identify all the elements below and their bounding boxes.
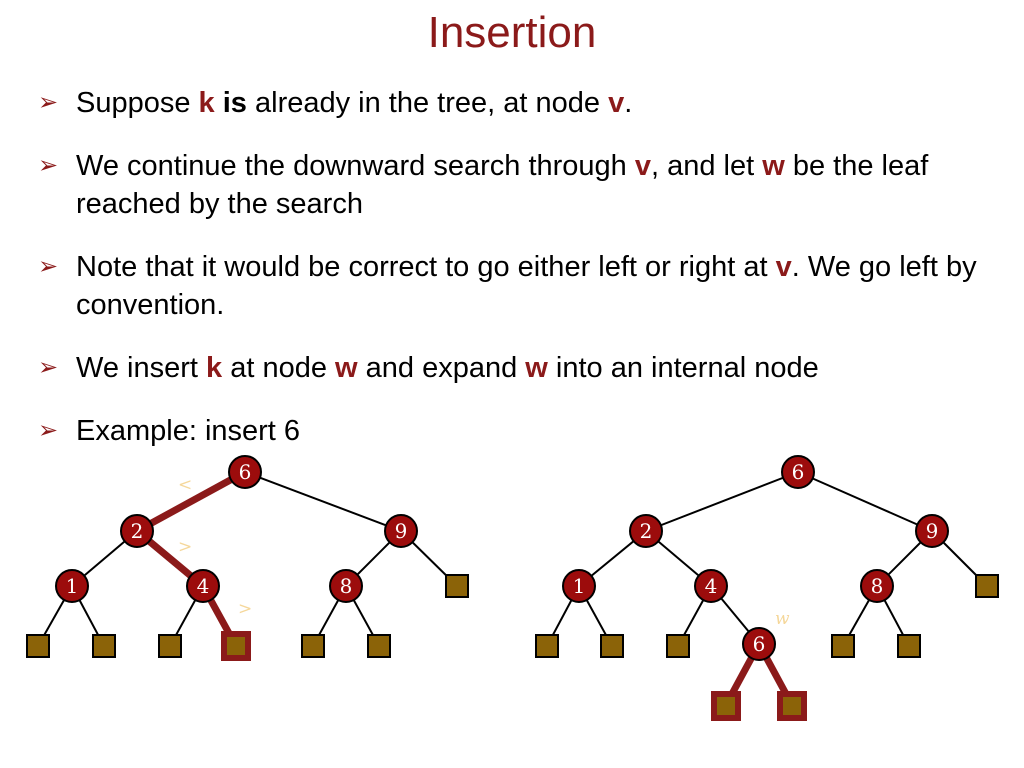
- bullet-segment: and expand: [357, 352, 526, 384]
- tree-after: w 6 2 9 1 4 8 6: [535, 455, 999, 721]
- bullet-segment: We continue the downward search through: [76, 150, 635, 182]
- bullet-text: Suppose k is already in the tree, at nod…: [76, 87, 632, 119]
- tree-node: 4: [186, 569, 220, 603]
- bullet-segment: , and let: [651, 150, 763, 182]
- bullet-segment: w: [762, 150, 785, 182]
- bullet-segment: Suppose: [76, 87, 199, 119]
- bullet-text: We continue the downward search through …: [76, 150, 928, 220]
- leaf-node: [158, 634, 182, 658]
- leaf-node: [831, 634, 855, 658]
- tree-node: 1: [562, 569, 596, 603]
- bullet-item: ➢ Example: insert 6: [38, 412, 998, 450]
- node-key: 9: [926, 519, 939, 543]
- bullet-segment: . We go left by convention.: [76, 251, 977, 321]
- node-key: 6: [792, 460, 805, 484]
- bullet-item: ➢ Suppose k is already in the tree, at no…: [38, 84, 998, 122]
- bullet-segment: v: [634, 150, 651, 182]
- bullet-segment: already in the tree, at node: [246, 87, 609, 119]
- faint-greater-label: >: [178, 537, 192, 557]
- leaf-node: [535, 634, 559, 658]
- leaf-node-w: [221, 631, 251, 661]
- inserted-node: 6: [742, 627, 776, 661]
- tree-node: 6: [781, 455, 815, 489]
- arrow-bullet-icon: ➢: [38, 417, 59, 444]
- tree-node: 6: [228, 455, 262, 489]
- slide-title: Insertion: [427, 8, 597, 57]
- tree-node: 8: [329, 569, 363, 603]
- node-key: 4: [197, 574, 210, 598]
- leaf-node: [600, 634, 624, 658]
- bullet-segment: k: [206, 352, 223, 384]
- arrow-bullet-icon: ➢: [38, 354, 59, 381]
- tree-edge: [797, 471, 933, 532]
- tree-node: 2: [629, 514, 663, 548]
- node-key: 2: [640, 519, 653, 543]
- tree-node: 8: [860, 569, 894, 603]
- bullet-segment: w: [525, 352, 548, 384]
- tree-node: 1: [55, 569, 89, 603]
- node-key: 6: [753, 632, 766, 656]
- bullet-item: ➢ We insert k at node w and expand w into…: [38, 349, 998, 387]
- node-key: 8: [871, 574, 884, 598]
- leaf-node: [666, 634, 690, 658]
- tree-node: 9: [915, 514, 949, 548]
- bullet-text: We insert k at node w and expand w into …: [76, 352, 819, 384]
- bullet-segment: is: [222, 87, 247, 119]
- bullet-segment: Example: insert 6: [76, 415, 301, 447]
- leaf-node: [92, 634, 116, 658]
- node-key: 9: [395, 519, 408, 543]
- arrow-bullet-icon: ➢: [38, 253, 59, 280]
- leaf-node: [367, 634, 391, 658]
- bullet-segment: v: [775, 251, 792, 283]
- tree-node: 4: [694, 569, 728, 603]
- new-leaf-node: [711, 691, 741, 721]
- node-key: 8: [340, 574, 353, 598]
- leaf-node: [445, 574, 469, 598]
- leaf-node: [897, 634, 921, 658]
- bullet-item: ➢ Note that it would be correct to go eit…: [38, 248, 998, 324]
- bullet-list: ➢ Suppose k is already in the tree, at no…: [38, 84, 998, 475]
- node-key: 1: [66, 574, 79, 598]
- leaf-node: [301, 634, 325, 658]
- faint-greater-label: >: [238, 599, 252, 619]
- faint-less-label: <: [178, 475, 192, 495]
- search-path-edge: [135, 468, 247, 535]
- leaf-node: [975, 574, 999, 598]
- node-key: 2: [131, 519, 144, 543]
- arrow-bullet-icon: ➢: [38, 89, 59, 116]
- node-key: 4: [705, 574, 718, 598]
- arrow-bullet-icon: ➢: [38, 152, 59, 179]
- leaf-node: [26, 634, 50, 658]
- tree-edge: [645, 471, 799, 532]
- bullet-item: ➢ We continue the downward search through…: [38, 147, 998, 223]
- bullet-segment: Note that it would be correct to go eith…: [76, 251, 776, 283]
- bullet-segment: w: [335, 352, 358, 384]
- tree-before: < > > 6 2 9 1 4 8: [26, 455, 469, 661]
- node-key: 1: [573, 574, 586, 598]
- bullet-segment: be the leaf reached by the search: [76, 150, 929, 220]
- bullet-segment: [215, 87, 223, 119]
- bullet-segment: k: [198, 87, 215, 119]
- bullet-segment: into an internal node: [547, 352, 819, 384]
- bullet-text: Example: insert 6: [76, 415, 300, 447]
- bullet-segment: .: [624, 87, 633, 119]
- bst-diagram: w < > > 6 2 9 1 4 8: [26, 455, 999, 721]
- bullet-segment: at node: [222, 352, 336, 384]
- tree-node: 2: [120, 514, 154, 548]
- tree-node: 9: [384, 514, 418, 548]
- bullet-segment: We insert: [76, 352, 207, 384]
- faint-w-label: w: [775, 609, 790, 629]
- new-leaf-node: [777, 691, 807, 721]
- node-key: 6: [239, 460, 252, 484]
- tree-edge: [244, 471, 402, 532]
- bullet-text: Note that it would be correct to go eith…: [76, 251, 977, 321]
- bullet-segment: v: [608, 87, 625, 119]
